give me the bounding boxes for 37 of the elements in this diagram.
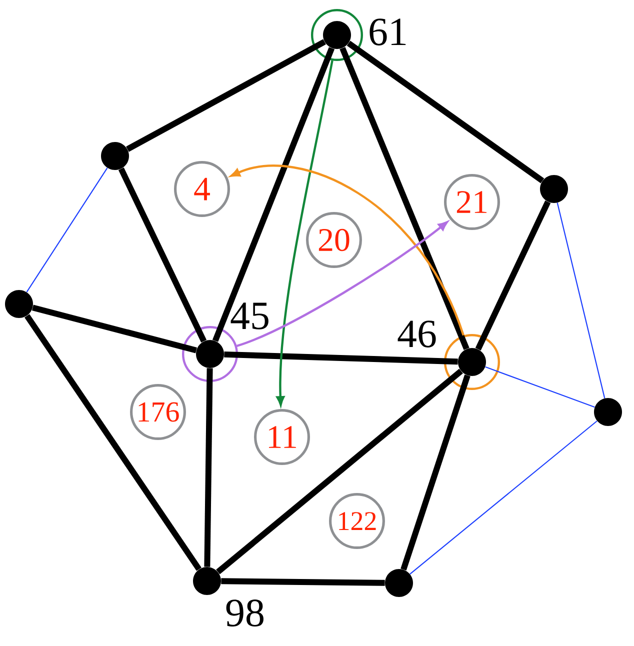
highlight-ring [311,9,363,61]
vertex-label: 45 [230,302,268,330]
curved-arrow [276,60,334,406]
graph-edge [340,46,470,350]
curved-arrow [230,164,464,336]
vertex-label: 46 [398,320,436,348]
graph-edge [212,47,335,342]
graph-edge [118,168,207,342]
highlight-ring [444,334,500,390]
graph-edge [221,578,385,586]
graph-edge [126,39,326,152]
circled-number: 21 [444,174,500,230]
vertex-dot [5,290,33,318]
graph-edge [485,366,595,408]
vertex-dot [594,398,622,426]
vertex-label: 61 [370,18,406,46]
graph-edge [32,304,198,354]
graph-edge [216,368,463,574]
graph-edge [26,168,108,292]
vertex-dot [101,142,129,170]
vertex-dot [385,569,413,597]
vertex-dot [540,175,568,203]
graph-edge [410,420,598,574]
circled-number: 176 [130,384,186,440]
circled-number: 11 [254,409,310,465]
graph-edge [475,200,551,350]
vertex-label: 98 [226,600,264,626]
circled-number: 20 [306,212,362,268]
circled-number: 122 [329,493,385,549]
curved-arrow [236,221,448,347]
circled-number: 4 [174,161,230,217]
graph-edge [204,368,213,567]
graph-edge [400,374,470,570]
graph-edge [556,202,606,398]
graph-edge [346,40,544,184]
graph-edge [24,314,202,571]
graph-edge [224,351,458,365]
